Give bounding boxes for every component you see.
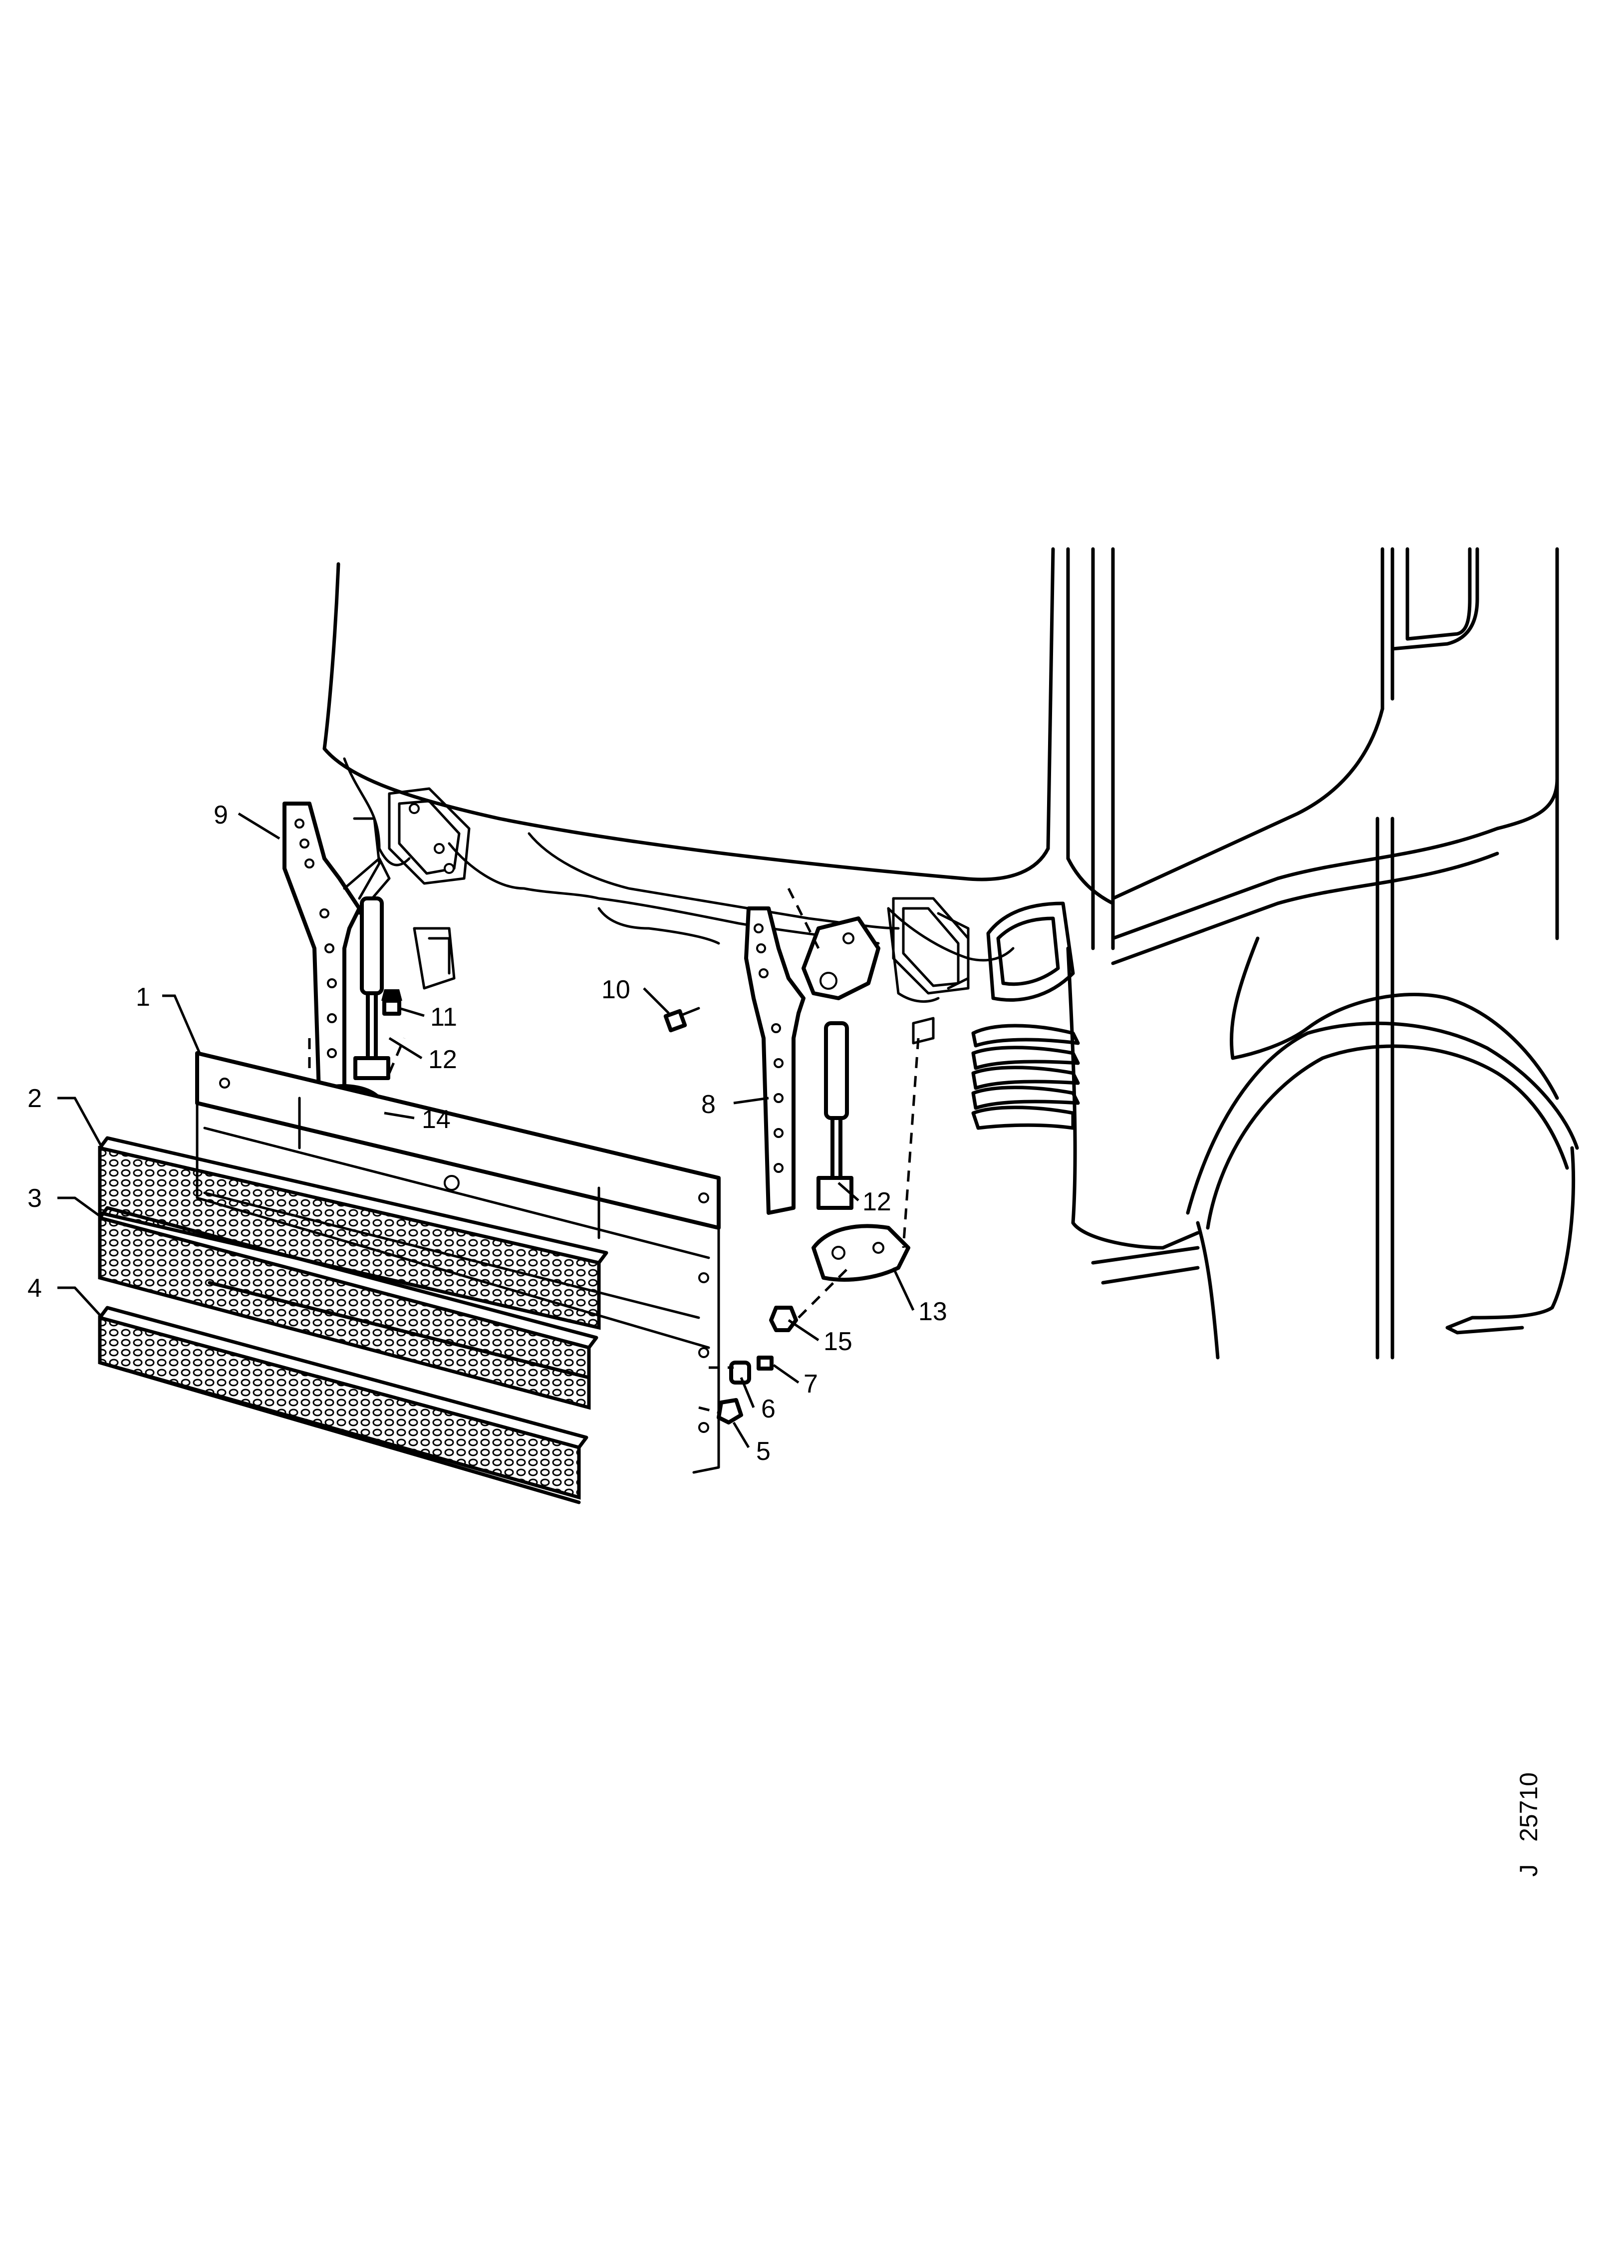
callout-11: 11 bbox=[430, 1003, 457, 1032]
callout-15: 15 bbox=[823, 1327, 852, 1356]
fastener-15 bbox=[769, 1306, 798, 1332]
callout-1: 1 bbox=[136, 983, 150, 1012]
fastener-11 bbox=[381, 989, 402, 1016]
assembly-lines bbox=[308, 887, 920, 1414]
callout-7: 7 bbox=[804, 1370, 818, 1399]
leader-lines bbox=[57, 812, 915, 1448]
gas-strut-left bbox=[353, 896, 390, 1080]
figure-reference-mark: J bbox=[1515, 1864, 1543, 1877]
callout-4: 4 bbox=[27, 1274, 42, 1303]
callout-14: 14 bbox=[422, 1105, 451, 1134]
callout-12b: 12 bbox=[862, 1187, 891, 1216]
mounting-bracket-13 bbox=[812, 1224, 910, 1282]
callout-5: 5 bbox=[756, 1437, 771, 1466]
callout-9: 9 bbox=[214, 801, 228, 830]
callout-10: 10 bbox=[601, 975, 630, 1004]
callout-6: 6 bbox=[761, 1395, 776, 1423]
callout-labels: 1 2 3 4 5 6 7 8 9 10 11 12 12 13 14 15 bbox=[27, 801, 947, 1466]
callout-13: 13 bbox=[918, 1297, 947, 1326]
callout-12a: 12 bbox=[428, 1045, 457, 1074]
callout-8: 8 bbox=[701, 1090, 716, 1119]
grille-panel-upper bbox=[98, 1136, 608, 1330]
callout-2: 2 bbox=[27, 1084, 42, 1113]
callout-3: 3 bbox=[27, 1184, 42, 1213]
bolt-10 bbox=[663, 1007, 700, 1033]
grille-panel-middle bbox=[98, 1206, 598, 1410]
bushing-6 bbox=[729, 1361, 751, 1385]
hinge-arm-right bbox=[744, 906, 880, 1215]
grille-panel-lower bbox=[98, 1306, 588, 1504]
screw-7 bbox=[757, 1356, 774, 1371]
figure-reference: 25710 J bbox=[1515, 1772, 1543, 1877]
hinge-arm-left bbox=[282, 802, 391, 1110]
truck-cab-outline bbox=[322, 547, 1579, 1360]
gas-strut-right bbox=[816, 1021, 853, 1210]
figure-reference-number: 25710 bbox=[1515, 1772, 1543, 1842]
nut-5 bbox=[717, 1398, 743, 1424]
